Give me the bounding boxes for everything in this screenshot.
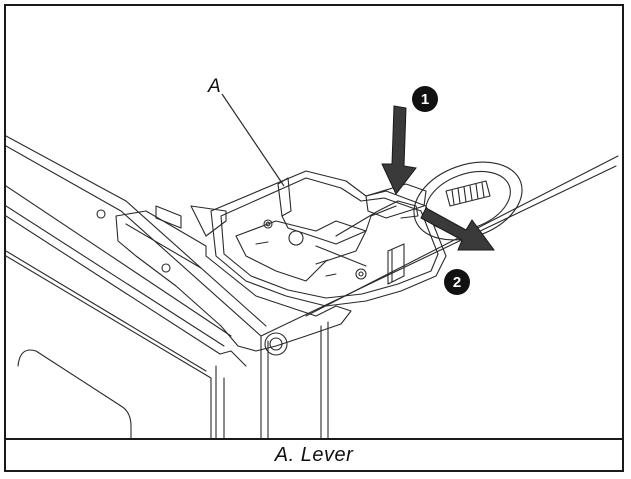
- callout-a-leader: [221, 93, 285, 187]
- step-badge-2: 2: [444, 269, 470, 295]
- hinge-lever-illustration: [6, 93, 619, 438]
- caption-text: A. Lever: [274, 443, 354, 466]
- push-down-arrow-icon: [381, 105, 417, 195]
- hinge-housing: [210, 170, 447, 307]
- step-number-1: 1: [420, 90, 430, 108]
- door-front: [6, 255, 329, 438]
- cabinet-top: [6, 135, 619, 372]
- lever: [277, 177, 419, 267]
- figure-frame: A 1 2 A. Lever: [4, 4, 624, 472]
- step-number-2: 2: [452, 273, 462, 291]
- slide-out-arrow-icon: [420, 207, 495, 251]
- callout-letter-a: A: [208, 76, 221, 97]
- caption-bar: A. Lever: [6, 438, 622, 470]
- step-badge-1: 1: [412, 86, 438, 112]
- right-bracket: [387, 243, 405, 285]
